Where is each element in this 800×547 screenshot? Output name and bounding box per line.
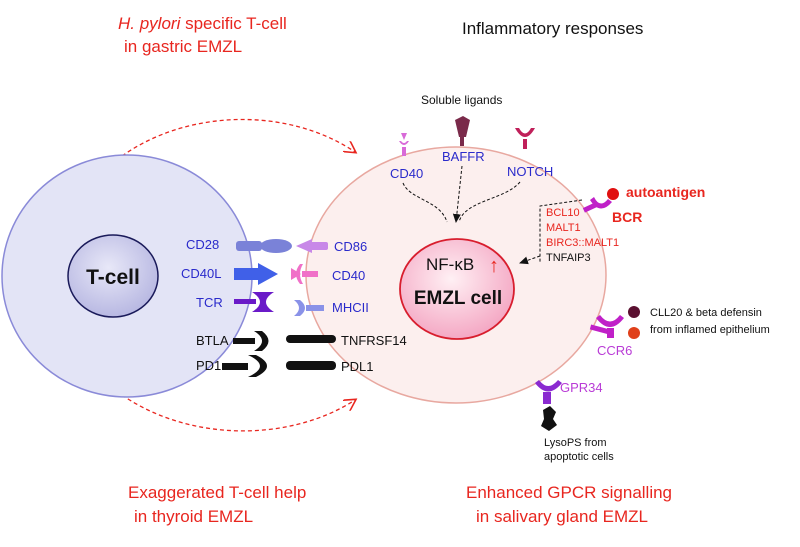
lysops-fragment-icon: [541, 406, 557, 431]
caption-inflammatory: Inflammatory responses: [462, 19, 643, 38]
tcell-nucleus: [67, 234, 159, 318]
autoantigen-label: autoantigen: [626, 184, 705, 200]
epithelium-label: from inflamed epithelium: [650, 324, 770, 336]
cd40l-label: CD40L: [181, 266, 221, 281]
notch-label: NOTCH: [507, 164, 553, 179]
apoptotic-label: apoptotic cells: [544, 451, 614, 463]
cd40-top-receptor-icon: [399, 133, 409, 156]
caption-salivary: in salivary gland EMZL: [476, 507, 648, 526]
mutation-birc3-malt1: BIRC3::MALT1: [546, 237, 619, 249]
nfkb-up-arrow: ↑: [489, 255, 499, 277]
caption-top-left: H. pylori specific T-cell: [118, 14, 287, 33]
beta-defensin-dot: [628, 327, 640, 339]
soluble-ligands-label: Soluble ligands: [421, 93, 502, 107]
btla-label: BTLA: [196, 333, 229, 348]
cll20-label: CLL20 & beta defensin: [650, 307, 762, 319]
caption-exaggerated: Exaggerated T-cell help: [128, 483, 306, 502]
cd28-receptor-icon: [236, 239, 292, 253]
notch-signal-line: [458, 181, 521, 223]
cd40-ligand-icon: [291, 264, 318, 284]
tcr-receptor-icon: [234, 292, 274, 312]
tcr-label: TCR: [196, 295, 223, 310]
cd86-label: CD86: [334, 239, 367, 254]
mhcii-ligand-icon: [294, 300, 324, 316]
cd86-ligand-icon: [296, 239, 328, 253]
mutation-malt1: MALT1: [546, 222, 581, 234]
pdl1-label: PDL1: [341, 359, 374, 374]
gpr34-label: GPR34: [560, 380, 603, 395]
btla-receptor-icon: [233, 331, 269, 351]
pd1-label: PD1: [196, 358, 221, 373]
emzl-label: EMZL cell: [414, 288, 502, 309]
caption-thyroid: in thyroid EMZL: [134, 507, 253, 526]
pd1-receptor-icon: [222, 355, 267, 377]
bcr-label: BCR: [612, 209, 642, 225]
autoantigen-dot: [607, 188, 619, 200]
cd40l-receptor-icon: [234, 263, 278, 285]
lysops-label: LysoPS from: [544, 437, 607, 449]
baffr-label: BAFFR: [442, 149, 485, 164]
caption-gpcr: Enhanced GPCR signalling: [466, 483, 672, 502]
dashed-arrow-top: [121, 118, 355, 157]
bcr-receptor-icon: [582, 197, 612, 213]
pdl1-ligand-icon: [286, 361, 336, 370]
caption-specific-tcell: specific T-cell: [180, 14, 286, 33]
mutation-tnfaip3: TNFAIP3: [546, 252, 591, 264]
mutation-bracket: [539, 199, 583, 262]
cd40-ligand-label: CD40: [332, 268, 365, 283]
caption-hpylori: H. pylori: [118, 14, 182, 33]
notch-receptor-icon: [515, 128, 535, 149]
ccr6-receptor-icon: [589, 315, 624, 338]
mhcii-label: MHCII: [332, 300, 369, 315]
cd40-top-label: CD40: [390, 166, 423, 181]
mutation-arrow: [519, 255, 541, 265]
ccr6-label: CCR6: [597, 343, 632, 358]
emzl-nucleus: [399, 238, 515, 340]
baffr-signal-arrow: [452, 165, 463, 223]
baffr-receptor-icon: [455, 116, 470, 146]
cll20-dot: [628, 306, 640, 318]
tcell-label: T-cell: [86, 266, 140, 289]
dashed-arrow-bottom: [121, 394, 355, 432]
tnfrsf14-ligand-icon: [286, 335, 336, 343]
cd28-label: CD28: [186, 237, 219, 252]
caption-gastric: in gastric EMZL: [124, 37, 242, 56]
nfkb-label: NF-κB: [426, 255, 474, 274]
tnfrsf14-label: TNFRSF14: [341, 333, 407, 348]
mutation-bcl10: BCL10: [546, 207, 580, 219]
gpr34-receptor-icon: [535, 380, 562, 404]
